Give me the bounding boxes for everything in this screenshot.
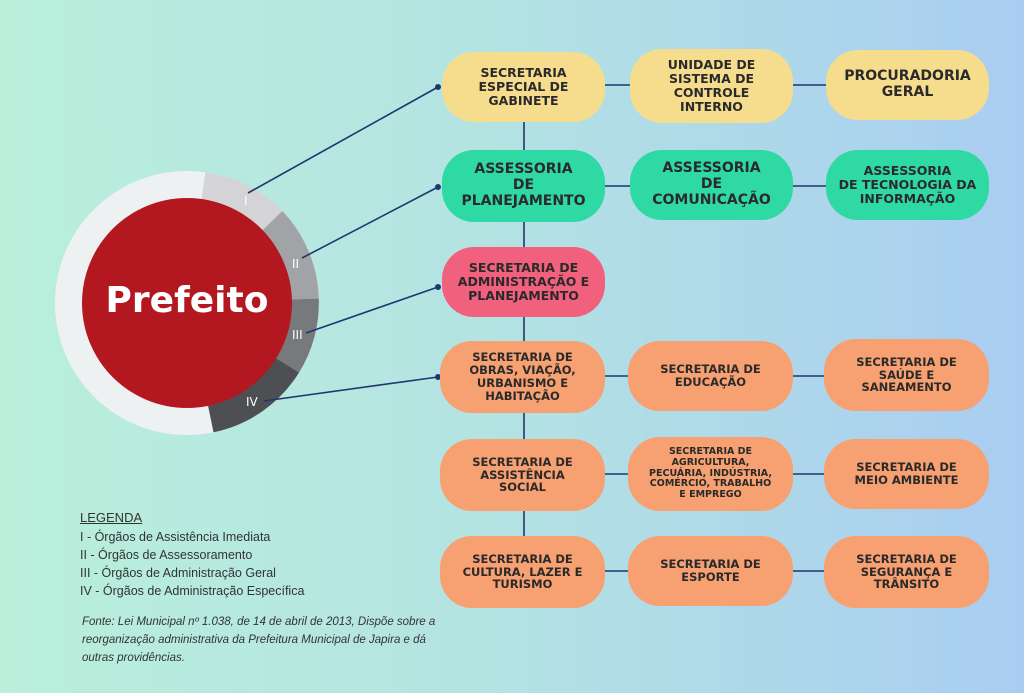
box-secretaria-de-meio-ambiente: SECRETARIA DE MEIO AMBIENTE [824, 439, 989, 509]
box-secretaria-de-agricultura: SECRETARIA DE AGRICULTURA, PECUÁRIA, IND… [628, 437, 793, 511]
connector-iii-dot [435, 284, 441, 290]
connector-ii-dot [435, 184, 441, 190]
connector-iv-dot [435, 374, 441, 380]
box-secretaria-de-educacao: SECRETARIA DE EDUCAÇÃO [628, 341, 793, 411]
ring-label-iv: IV [246, 395, 258, 409]
legend-item-iii: III - Órgãos de Administração Geral [80, 566, 276, 580]
box-unidade-de-controle-interno: UNIDADE DE SISTEMA DE CONTROLE INTERNO [630, 49, 793, 123]
box-secretaria-de-obras: SECRETARIA DE OBRAS, VIAÇÃO, URBANISMO E… [440, 341, 605, 413]
legend-item-i: I - Órgãos de Assistência Imediata [80, 530, 271, 544]
box-assessoria-de-comunicacao: ASSESSORIA DE COMUNICAÇÃO [630, 150, 793, 220]
connector-iv [263, 376, 439, 402]
ring-label-i: I [244, 194, 248, 208]
connector-iii [305, 286, 439, 334]
connector-i [247, 86, 439, 194]
box-secretaria-de-administracao: SECRETARIA DE ADMINISTRAÇÃO E PLANEJAMEN… [442, 247, 605, 317]
connector-i-dot [435, 84, 441, 90]
box-assessoria-de-tecnologia: ASSESSORIA DE TECNOLOGIA DA INFORMAÇÃO [826, 150, 989, 220]
legend-item-ii: II - Órgãos de Assessoramento [80, 548, 253, 562]
box-secretaria-de-seguranca: SECRETARIA DE SEGURANÇA E TRÂNSITO [824, 536, 989, 608]
legend-item-iv: IV - Órgãos de Administração Específica [80, 584, 305, 598]
box-procuradoria-geral: PROCURADORIA GERAL [826, 50, 989, 120]
legend-title: LEGENDA [80, 510, 143, 525]
box-secretaria-de-saude: SECRETARIA DE SAÚDE E SANEAMENTO [824, 339, 989, 411]
source-note: Fonte: Lei Municipal nº 1.038, de 14 de … [82, 616, 436, 664]
connector-ii [301, 186, 439, 259]
prefeito-circle [82, 198, 292, 408]
box-secretaria-especial-de-gabinete: SECRETARIA ESPECIAL DE GABINETE [442, 52, 605, 122]
box-secretaria-de-cultura: SECRETARIA DE CULTURA, LAZER E TURISMO [440, 536, 605, 608]
box-assessoria-de-planejamento: ASSESSORIA DE PLANEJAMENTO [442, 150, 605, 222]
ring-label-ii: II [292, 257, 300, 271]
ring-label-iii: III [292, 328, 303, 342]
prefeito-title: Prefeito [105, 280, 269, 321]
box-secretaria-de-assistencia-social: SECRETARIA DE ASSISTÊNCIA SOCIAL [440, 439, 605, 511]
box-secretaria-de-esporte: SECRETARIA DE ESPORTE [628, 536, 793, 606]
